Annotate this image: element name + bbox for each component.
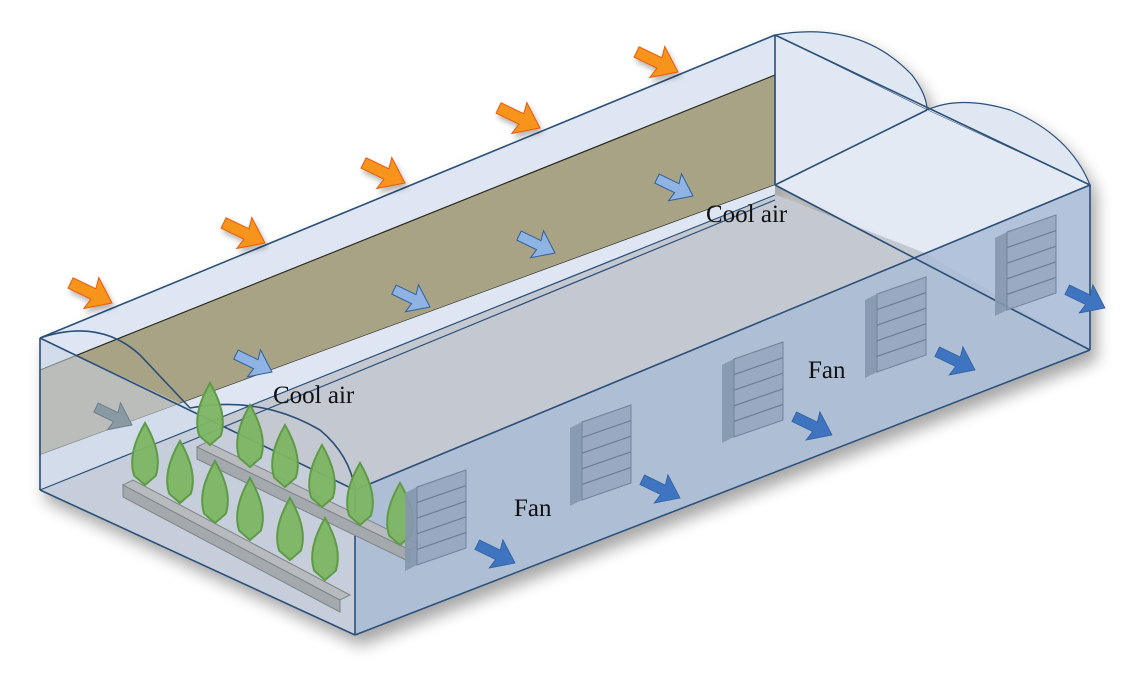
heat-arrow-icon [633,45,679,79]
plant-rows [121,381,422,613]
cool-air-arrow-icon [93,401,133,431]
exhaust-fan-icon [570,404,632,506]
exhaust-arrow-icon [639,473,681,504]
incoming-heat-arrows [67,45,679,310]
side-roof-band [40,35,775,370]
cool-air-arrow-icon [516,229,556,259]
plant-icon [166,439,194,505]
exhaust-arrow-icon [474,538,516,569]
plant-icon [196,381,224,447]
plant-icon [131,421,159,487]
exhaust-fan-icon [405,469,467,571]
exhaust-fan-icon [722,341,784,443]
plant-icon [311,516,339,582]
plant-bench-top [121,479,352,601]
greenhouse-structure [39,31,1092,636]
back-end-arch-lower [925,101,1092,187]
label-cool-air-left: Cool air [273,382,355,409]
exhaust-arrow-icon [791,410,833,441]
heat-arrow-icon [220,216,266,250]
exhaust-arrow-icon [1064,283,1106,314]
plant-icon [201,459,229,525]
label-cool-air-top: Cool air [706,201,788,228]
cool-air-arrow-icon [654,172,694,202]
exhaust-arrow-icon [934,345,976,376]
plant-icon [236,476,264,542]
exhaust-fan-icon [995,214,1057,316]
exhaust-fans [405,214,1106,571]
pad-lower-strip [40,185,775,490]
cool-air-arrow-icon [233,348,273,378]
heat-arrow-icon [67,276,113,310]
heat-arrow-icon [495,101,541,135]
exhaust-fan-icon [865,276,927,378]
plant-icon [308,443,336,509]
cool-air-arrow-icon [391,283,431,313]
label-fan-right: Fan [808,357,846,384]
structure-lines [39,34,1091,636]
plant-icon [276,496,304,562]
heat-arrow-icon [360,156,406,190]
plant-icon [236,403,264,469]
label-fan-left: Fan [514,495,552,522]
plant-icon [271,423,299,489]
plant-icon [346,461,374,527]
cool-air-arrows [93,172,694,431]
